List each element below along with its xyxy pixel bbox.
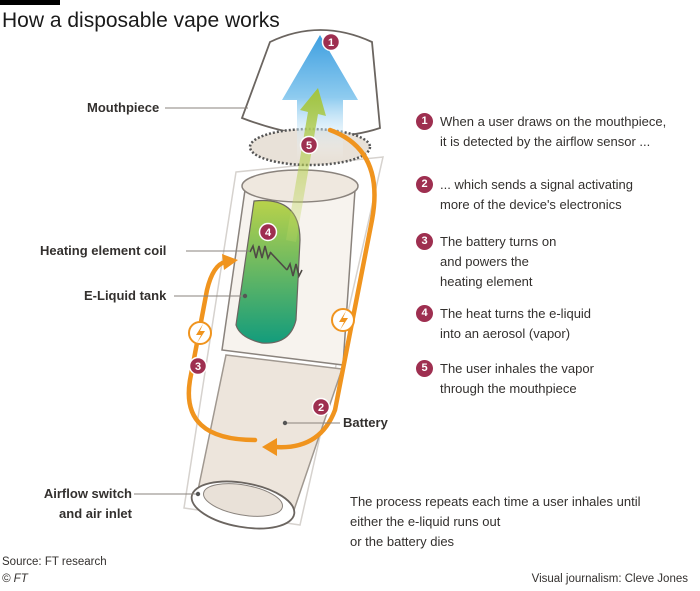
label-battery: Battery — [343, 415, 388, 430]
inlet-pointer-dot — [195, 491, 201, 497]
source-line: Source: FT research — [2, 556, 107, 568]
step-item: 5 The user inhales the vapor through the… — [416, 359, 696, 399]
step-text: ... which sends a signal activating more… — [440, 177, 633, 212]
diagram-title: How a disposable vape works — [2, 9, 280, 32]
label-airflow-line2: and air inlet — [59, 506, 132, 521]
e-liquid-tank — [235, 199, 301, 344]
step-badge: 4 — [416, 305, 433, 322]
label-airflow-line1: Airflow switch — [43, 486, 132, 501]
step-badge: 1 — [416, 113, 433, 130]
svg-text:2: 2 — [318, 402, 324, 414]
step-badge: 5 — [416, 360, 433, 377]
circuit-arrowhead-top — [222, 254, 238, 270]
step-item: 4 The heat turns the e-liquid into an ae… — [416, 304, 696, 344]
step-item: 1 When a user draws on the mouthpiece, i… — [416, 112, 696, 152]
credit-line: Visual journalism: Cleve Jones — [531, 573, 688, 585]
diagram-badge: 5 — [299, 135, 319, 155]
step-text: The battery turns on and powers the heat… — [440, 234, 557, 289]
diagram-badge: 3 — [188, 356, 208, 376]
svg-text:3: 3 — [195, 361, 201, 373]
tank-pointer-dot — [242, 293, 248, 299]
step-badge: 3 — [416, 233, 433, 250]
heating-coil — [249, 243, 303, 279]
battery-pointer-dot — [282, 420, 288, 426]
circuit-arrows — [186, 127, 377, 450]
diagram-badge: 4 — [258, 222, 278, 242]
copyright-line: © FT — [2, 573, 28, 585]
step-text: The heat turns the e-liquid into an aero… — [440, 306, 592, 341]
diagram-badge: 1 — [321, 32, 341, 52]
svg-text:1: 1 — [328, 37, 334, 49]
title-accent-bar — [0, 0, 60, 5]
label-mouthpiece: Mouthpiece — [87, 100, 160, 115]
step-badge: 2 — [416, 176, 433, 193]
diagram-badge: 2 — [311, 397, 331, 417]
step-item: 2 ... which sends a signal activating mo… — [416, 175, 696, 215]
step-text: When a user draws on the mouthpiece, it … — [440, 114, 667, 149]
svg-text:5: 5 — [306, 140, 312, 152]
process-note: The process repeats each time a user inh… — [350, 494, 641, 549]
step-item: 3 The battery turns on and powers the he… — [416, 232, 696, 292]
label-tank: E-Liquid tank — [84, 288, 167, 303]
label-heating-coil: Heating element coil — [40, 243, 167, 258]
circuit-arrowhead-bottom — [262, 438, 277, 456]
vapor-arrow — [286, 88, 326, 242]
lightning-icon — [331, 308, 355, 332]
lightning-icon — [188, 321, 212, 345]
airflow-inlet-inner — [203, 483, 283, 517]
step-text: The user inhales the vapor through the m… — [440, 361, 594, 396]
leader-lines — [134, 107, 340, 495]
svg-text:4: 4 — [265, 227, 272, 239]
